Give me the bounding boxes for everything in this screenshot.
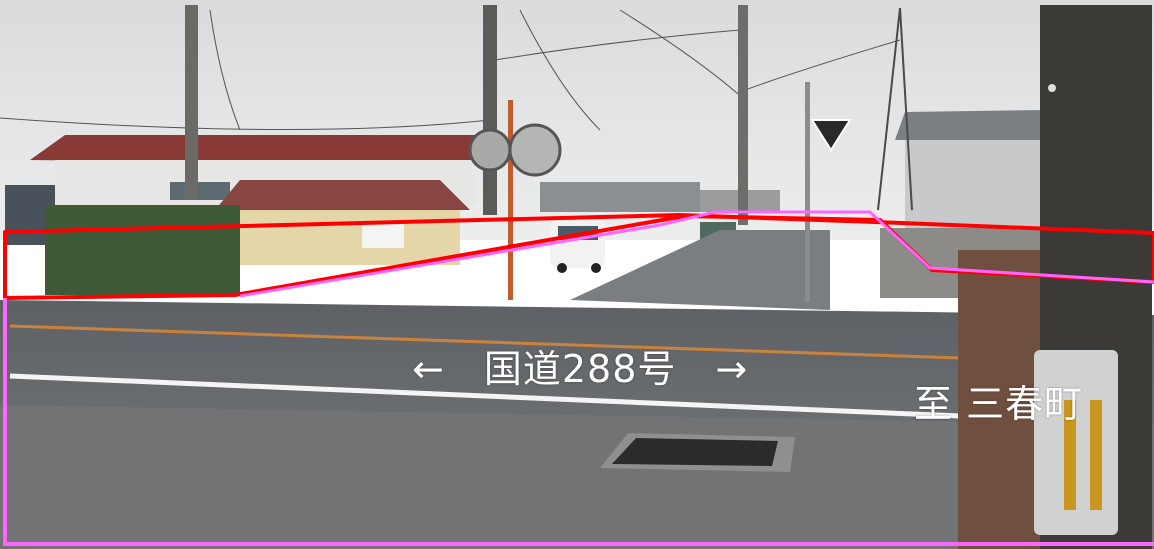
stop-sign [810, 119, 852, 152]
edge-line [9, 373, 961, 419]
boundary-line [3, 298, 1154, 546]
transmission-tower [877, 7, 913, 211]
utility-pole [483, 5, 497, 215]
parked-car [550, 220, 605, 273]
destination-label: 至 三春町 [914, 382, 1084, 426]
small-house [215, 180, 470, 265]
road-label: ← 国道288号 → [412, 347, 749, 391]
traffic-mirror [468, 100, 562, 300]
utility-pole [738, 5, 748, 225]
center-line [9, 324, 961, 360]
boundary-line [239, 210, 1154, 298]
side-road [570, 230, 830, 310]
hedge [45, 205, 240, 295]
power-lines [0, 9, 901, 131]
signal-pole [805, 82, 810, 302]
distant-building [540, 182, 700, 212]
sidewalk [0, 405, 1154, 549]
road [0, 300, 1154, 430]
utility-pole [185, 5, 198, 200]
zone-outline [3, 213, 1154, 300]
drain-grate [612, 438, 778, 466]
